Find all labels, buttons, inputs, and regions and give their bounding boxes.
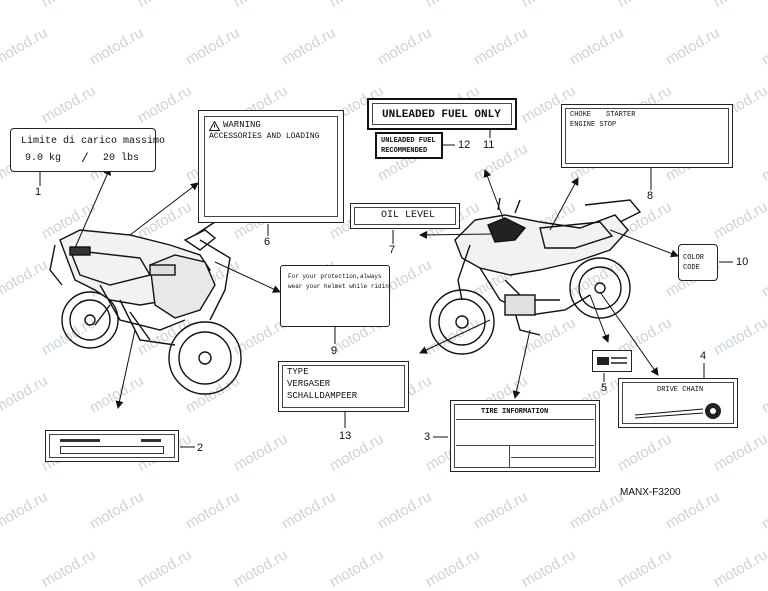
- warning-label: WARNING ACCESSORIES AND LOADING: [198, 110, 344, 223]
- warning-heading: WARNING: [223, 120, 261, 130]
- load-limit-separator: /: [81, 151, 89, 166]
- load-limit-label: Limite di carico massimo 9.0 kg / 20 lbs: [10, 128, 165, 172]
- carburetor-label: TYPE VERGASER SCHALLDAMPEER: [278, 361, 409, 412]
- load-limit-kg: 9.0 kg: [25, 153, 62, 164]
- small-tag-label: [592, 350, 632, 372]
- tire-information-label: TIRE INFORMATION: [450, 400, 600, 472]
- helmet-label: For your protection,always wear your hel…: [280, 265, 390, 327]
- oil-level-label: OIL LEVEL: [350, 203, 460, 229]
- callout-1: 1: [35, 186, 42, 198]
- chain-adjuster-icon: [634, 403, 721, 419]
- callout-8: 8: [647, 190, 654, 202]
- motorcycle-left-illustration: [49, 221, 242, 395]
- unleaded-fuel-text: UNLEADED FUEL ONLY: [382, 109, 501, 121]
- load-limit-text: Limite di carico massimo: [21, 136, 166, 147]
- warning-triangle-icon: [209, 121, 220, 131]
- choke-text: CHOKE: [570, 111, 592, 119]
- callout-9: 9: [331, 345, 338, 357]
- diagram-code: MANX-F3200: [620, 487, 681, 498]
- warning-text: ACCESSORIES AND LOADING: [209, 132, 320, 141]
- unleaded-recommended-label: UNLEADED FUEL RECOMMENDED: [375, 132, 443, 159]
- callout-11: 11: [483, 139, 495, 151]
- unleaded-recommended-line1: UNLEADED FUEL: [381, 137, 436, 145]
- diagram-lines: [39, 130, 733, 448]
- carburetor-vergaser: VERGASER: [287, 379, 331, 389]
- serial-plate-label: [45, 430, 179, 462]
- callout-7: 7: [389, 244, 396, 256]
- load-limit-lbs: 20 lbs: [103, 153, 140, 164]
- tire-information-title: TIRE INFORMATION: [481, 408, 549, 416]
- helmet-line2: wear your helmet while ridin: [288, 283, 389, 290]
- unleaded-recommended-line2: RECOMMENDED: [381, 147, 428, 155]
- callout-13: 13: [339, 430, 352, 442]
- helmet-line1: For your protection,always: [288, 273, 382, 280]
- unleaded-fuel-label: UNLEADED FUEL ONLY: [367, 98, 517, 130]
- callout-12: 12: [458, 139, 471, 151]
- callout-2: 2: [197, 442, 204, 454]
- callout-3: 3: [424, 431, 431, 443]
- callout-4: 4: [700, 350, 707, 362]
- oil-level-text: OIL LEVEL: [381, 210, 436, 221]
- carburetor-type: TYPE: [287, 367, 309, 377]
- starter-text: STARTER: [606, 111, 636, 119]
- drive-chain-title: DRIVE CHAIN: [657, 386, 704, 394]
- drive-chain-label: DRIVE CHAIN: [618, 378, 738, 428]
- carburetor-schalldampeer: SCHALLDAMPEER: [287, 391, 358, 401]
- callout-6: 6: [264, 236, 271, 248]
- color-code-line1: COLOR: [683, 254, 705, 262]
- color-code-label: COLOR CODE: [678, 244, 718, 281]
- callout-5: 5: [601, 382, 608, 394]
- callout-10: 10: [736, 256, 749, 268]
- choke-engine-stop-label: CHOKE STARTER ENGINE STOP: [561, 104, 733, 168]
- engine-stop-text: ENGINE STOP: [570, 121, 617, 129]
- color-code-line2: CODE: [683, 264, 700, 272]
- motorcycle-right-illustration: [429, 197, 642, 355]
